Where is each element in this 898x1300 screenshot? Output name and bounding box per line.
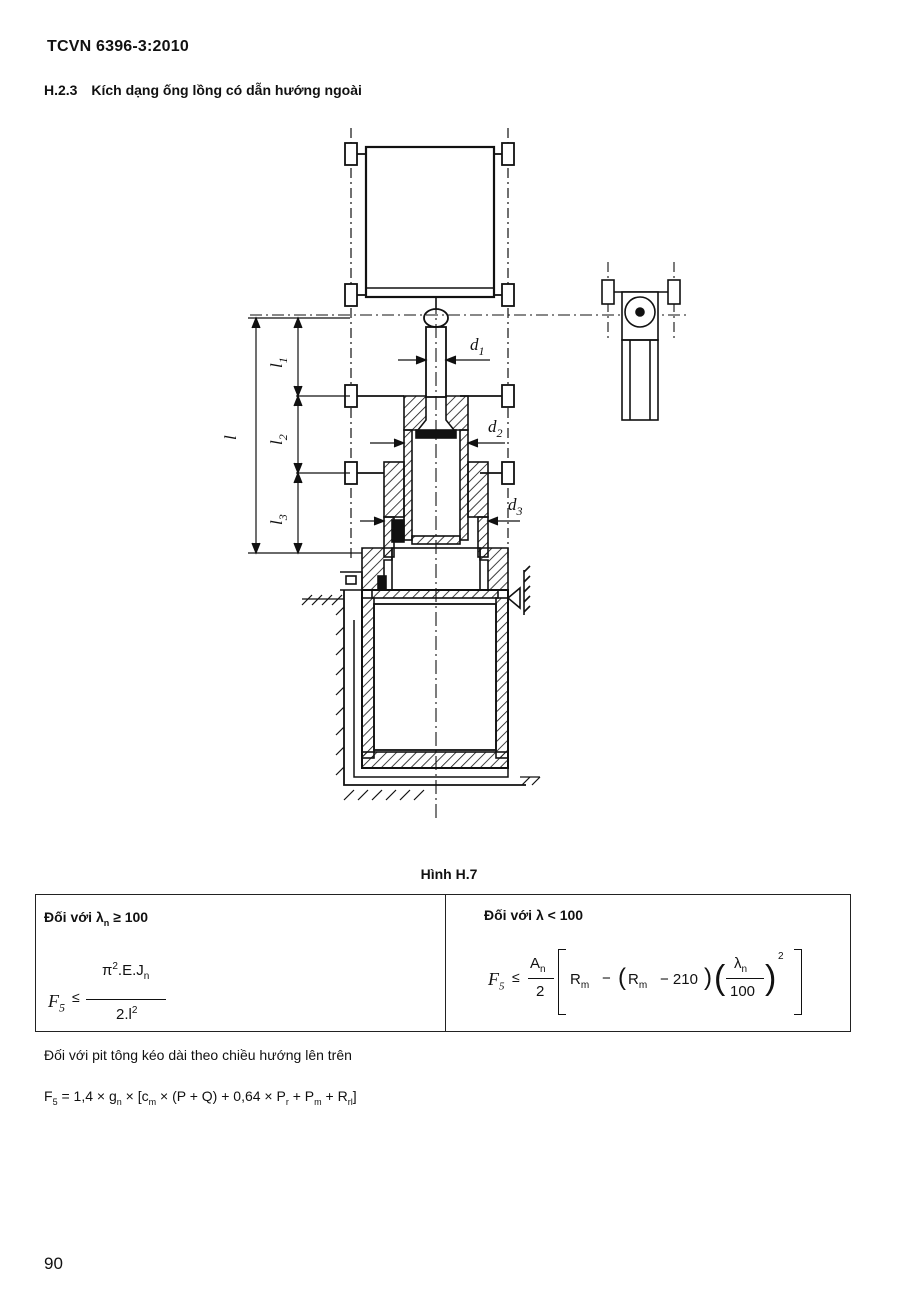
section-title: Kích dạng ống lồng có dẫn hướng ngoài (91, 82, 362, 98)
guide-shoe-detail (601, 262, 681, 421)
section-number: H.2.3 (44, 82, 78, 98)
label-l1: l1 (267, 357, 290, 368)
formula-table: Đối với λn ≥ 100 F5 ≤ π2.E.Jn 2.l2 Đối v… (35, 894, 851, 1032)
right-formula: F5 ≤ An 2 Rm − ( Rm − 210 ) ( λn 100 ) 2 (488, 947, 828, 1027)
left-formula: F5 ≤ π2.E.Jn 2.l2 (48, 957, 168, 1027)
document-code: TCVN 6396-3:2010 (47, 38, 189, 55)
car-body (364, 145, 496, 299)
right-cell-header: Đối với λ < 100 (484, 907, 584, 923)
figure-caption: Hình H.7 (420, 866, 478, 882)
guide-shoes (344, 142, 515, 485)
label-l: l (221, 435, 240, 440)
table-divider (445, 895, 446, 1031)
note-text: Đối với pit tông kéo dài theo chiều hướn… (44, 1047, 352, 1063)
label-l2: l2 (267, 434, 290, 445)
label-d2: d2 (488, 417, 503, 440)
section-heading: H.2.3 Kích dạng ống lồng có dẫn hướng ng… (44, 82, 362, 98)
force-formula: F5 = 1,4 × gn × [cm × (P + Q) + 0,64 × P… (44, 1088, 357, 1107)
label-l3: l3 (267, 514, 290, 525)
dimension-lines (248, 316, 520, 555)
plunger-stage-1 (425, 326, 447, 398)
label-d1: d1 (470, 335, 485, 358)
left-cell-header: Đối với λn ≥ 100 (44, 909, 149, 928)
label-d3: d3 (508, 495, 523, 518)
telescopic-jack-figure: d1 d2 d3 l l1 l2 l3 (221, 128, 690, 818)
pit-wall (343, 590, 526, 786)
page-number: 90 (44, 1254, 63, 1273)
